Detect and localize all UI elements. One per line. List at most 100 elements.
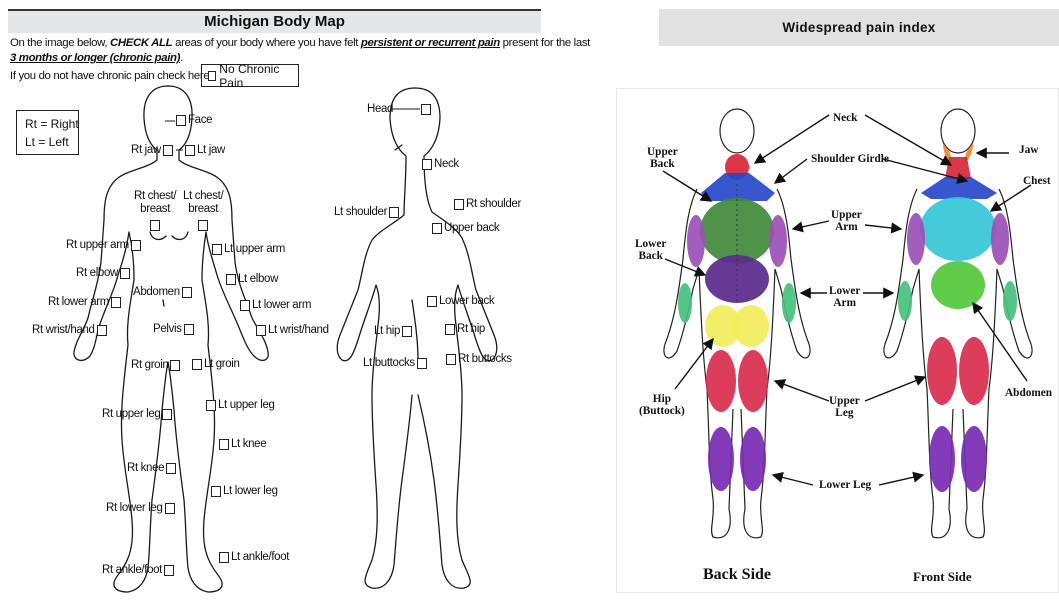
rt-ankle-foot-checkbox[interactable]: [164, 565, 174, 576]
pelvis-checkbox[interactable]: [184, 324, 194, 335]
region-lower-back[interactable]: Lower back: [427, 295, 494, 308]
region-pelvis[interactable]: Pelvis: [153, 323, 194, 336]
neck-checkbox[interactable]: [422, 159, 432, 170]
rt-jaw-checkbox[interactable]: [163, 145, 173, 156]
lt-wrist-hand-checkbox[interactable]: [256, 325, 266, 336]
label-upper-arm-1: Upper: [831, 209, 862, 221]
front-lower-arm-right-region[interactable]: [1003, 281, 1017, 321]
back-lower-arm-right-region[interactable]: [782, 283, 796, 323]
region-rt-knee[interactable]: Rt knee: [127, 462, 176, 475]
region-rt-jaw[interactable]: Rt jaw: [131, 144, 173, 157]
lt-upper-leg-checkbox[interactable]: [206, 400, 216, 411]
front-lower-leg-left-region[interactable]: [929, 426, 955, 492]
region-lt-elbow[interactable]: Lt elbow: [226, 273, 278, 286]
lt-buttocks-checkbox[interactable]: [417, 358, 427, 369]
michigan-body-map: Michigan Body Map On the image below, CH…: [0, 0, 545, 603]
region-upper-back[interactable]: Upper back: [432, 222, 499, 235]
region-rt-shoulder[interactable]: Rt shoulder: [454, 198, 521, 211]
rt-chest-checkbox[interactable]: [150, 220, 160, 231]
back-lower-leg-left-region[interactable]: [708, 427, 734, 491]
region-lt-groin[interactable]: Lt groin: [192, 358, 240, 371]
back-upper-leg-right-region[interactable]: [738, 350, 768, 412]
front-upper-arm-left-region[interactable]: [907, 213, 925, 265]
region-lt-upper-arm[interactable]: Lt upper arm: [212, 243, 285, 256]
back-shoulder-girdle-region[interactable]: [701, 173, 775, 201]
rt-hip-label: Rt hip: [457, 323, 485, 336]
lt-upper-arm-checkbox[interactable]: [212, 244, 222, 255]
head-checkbox[interactable]: [421, 104, 431, 115]
region-neck[interactable]: Neck: [422, 158, 459, 171]
region-abdomen[interactable]: Abdomen: [133, 286, 192, 299]
back-upper-arm-left-region[interactable]: [687, 215, 705, 267]
region-rt-hip[interactable]: Rt hip: [445, 323, 485, 336]
front-upper-arm-right-region[interactable]: [991, 213, 1009, 265]
region-lt-lower-arm[interactable]: Lt lower arm: [240, 299, 311, 312]
lt-hip-checkbox[interactable]: [402, 326, 412, 337]
rt-lower-arm-checkbox[interactable]: [111, 297, 121, 308]
lt-knee-checkbox[interactable]: [219, 439, 229, 450]
front-upper-leg-right-region[interactable]: [959, 337, 989, 405]
region-rt-upper-leg[interactable]: Rt upper leg: [102, 408, 172, 421]
lt-chest-checkbox[interactable]: [198, 220, 208, 231]
region-face[interactable]: Face: [176, 114, 212, 127]
region-lt-jaw[interactable]: Lt jaw: [185, 144, 225, 157]
region-lt-buttocks[interactable]: Lt buttocks: [363, 357, 427, 370]
front-shoulder-girdle-region[interactable]: [921, 177, 997, 199]
region-lt-shoulder[interactable]: Lt shoulder: [334, 206, 399, 219]
region-rt-elbow[interactable]: Rt elbow: [76, 267, 130, 280]
lt-wrist-hand-label: Lt wrist/hand: [268, 324, 329, 337]
rt-hip-checkbox[interactable]: [445, 324, 455, 335]
rt-elbow-checkbox[interactable]: [120, 268, 130, 279]
front-lower-leg-right-region[interactable]: [961, 426, 987, 492]
back-lower-arm-left-region[interactable]: [678, 283, 692, 323]
region-rt-lower-leg[interactable]: Rt lower leg: [106, 502, 175, 515]
region-lt-chest[interactable]: Lt chest/breast: [183, 190, 223, 231]
region-rt-wrist-hand[interactable]: Rt wrist/hand: [32, 324, 107, 337]
front-upper-leg-left-region[interactable]: [927, 337, 957, 405]
rt-knee-checkbox[interactable]: [166, 463, 176, 474]
lt-lower-leg-checkbox[interactable]: [211, 486, 221, 497]
abdomen-region[interactable]: [931, 261, 985, 309]
region-lt-wrist-hand[interactable]: Lt wrist/hand: [256, 324, 329, 337]
face-checkbox[interactable]: [176, 115, 186, 126]
rt-upper-arm-checkbox[interactable]: [131, 240, 141, 251]
rt-buttocks-checkbox[interactable]: [446, 354, 456, 365]
pain-index-figure: Neck Jaw Shoulder Girdle Chest UpperBack…: [616, 88, 1059, 593]
abdomen-checkbox[interactable]: [182, 287, 192, 298]
lt-lower-arm-checkbox[interactable]: [240, 300, 250, 311]
rt-shoulder-checkbox[interactable]: [454, 199, 464, 210]
region-rt-chest[interactable]: Rt chest/breast: [134, 190, 176, 231]
back-upper-arm-right-region[interactable]: [769, 215, 787, 267]
rt-upper-leg-checkbox[interactable]: [162, 409, 172, 420]
region-head[interactable]: Head: [367, 103, 431, 116]
region-lt-hip[interactable]: Lt hip: [374, 325, 412, 338]
label-back-side: Back Side: [703, 566, 771, 584]
hip-right-region[interactable]: [733, 305, 769, 347]
rt-wrist-hand-checkbox[interactable]: [97, 325, 107, 336]
front-side-figure: [884, 109, 1032, 538]
region-rt-groin[interactable]: Rt groin: [131, 359, 180, 372]
lt-elbow-checkbox[interactable]: [226, 274, 236, 285]
label-upper-back: UpperBack: [647, 146, 678, 170]
region-rt-upper-arm[interactable]: Rt upper arm: [66, 239, 141, 252]
lt-ankle-foot-checkbox[interactable]: [219, 552, 229, 563]
region-rt-buttocks[interactable]: Rt buttocks: [446, 353, 512, 366]
upper-back-checkbox[interactable]: [432, 223, 442, 234]
lower-back-checkbox[interactable]: [427, 296, 437, 307]
lt-jaw-checkbox[interactable]: [185, 145, 195, 156]
rt-lower-leg-checkbox[interactable]: [165, 503, 175, 514]
lt-shoulder-checkbox[interactable]: [389, 207, 399, 218]
region-rt-lower-arm[interactable]: Rt lower arm: [48, 296, 121, 309]
lt-ankle-foot-label: Lt ankle/foot: [231, 551, 289, 564]
front-lower-arm-left-region[interactable]: [898, 281, 912, 321]
region-rt-ankle-foot[interactable]: Rt ankle/foot: [102, 564, 174, 577]
chest-region[interactable]: [920, 197, 996, 261]
rt-groin-checkbox[interactable]: [170, 360, 180, 371]
region-lt-upper-leg[interactable]: Lt upper leg: [206, 399, 275, 412]
lt-groin-checkbox[interactable]: [192, 359, 202, 370]
region-lt-knee[interactable]: Lt knee: [219, 438, 266, 451]
region-lt-lower-leg[interactable]: Lt lower leg: [211, 485, 278, 498]
back-lower-leg-right-region[interactable]: [740, 427, 766, 491]
region-lt-ankle-foot[interactable]: Lt ankle/foot: [219, 551, 289, 564]
back-upper-leg-left-region[interactable]: [706, 350, 736, 412]
